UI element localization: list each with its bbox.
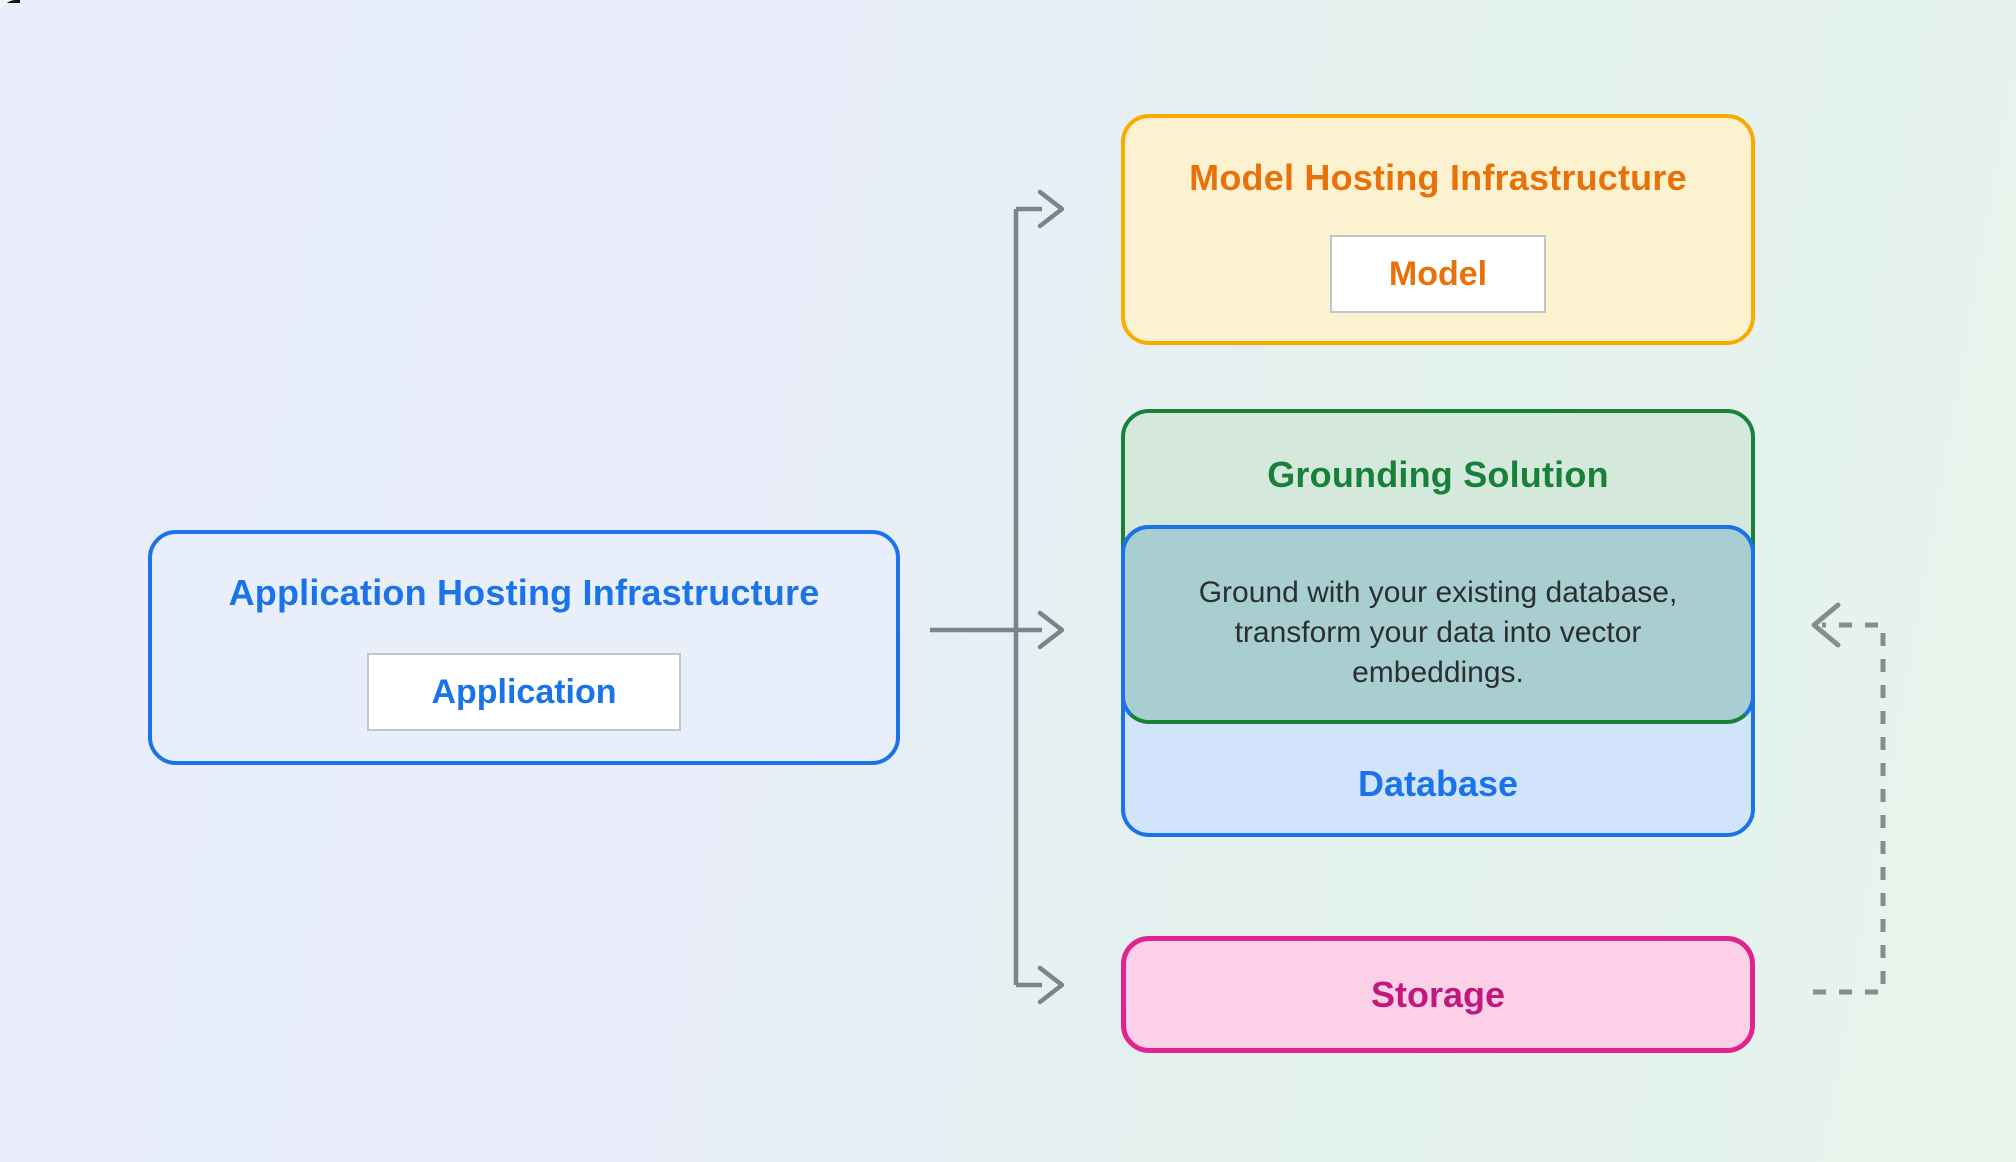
dashed-arrowhead-to-grounding-icon — [1811, 602, 1841, 648]
screenshot-corner-artifact — [0, 0, 20, 3]
grounding-description-line: transform your data into vector — [1234, 616, 1642, 649]
grounding-solution-title: Grounding Solution — [1267, 454, 1609, 495]
model-chip: Model — [1330, 235, 1546, 313]
arrowhead-to-storage-icon — [1037, 965, 1065, 1005]
grounding-description: Ground with your existing database, tran… — [1125, 573, 1751, 693]
grounding-description-line: embeddings. — [1352, 656, 1524, 689]
application-hosting-box: Application Hosting Infrastructure Appli… — [148, 530, 900, 765]
arrowhead-to-model-icon — [1037, 189, 1065, 229]
application-chip: Application — [367, 653, 681, 731]
grounding-description-line: Ground with your existing database, — [1198, 576, 1678, 609]
application-hosting-title: Application Hosting Infrastructure — [228, 572, 820, 613]
arrowhead-to-grounding-icon — [1037, 610, 1065, 650]
dashed-connector-storage-to-grounding — [1813, 622, 1886, 995]
model-hosting-box: Model Hosting Infrastructure Model — [1121, 114, 1755, 345]
grounding-database-overlap: Ground with your existing database, tran… — [1121, 525, 1755, 724]
storage-box: Storage — [1121, 936, 1755, 1053]
database-label: Database — [1357, 763, 1519, 804]
model-hosting-title: Model Hosting Infrastructure — [1189, 157, 1687, 198]
solid-connector-tree — [930, 206, 1042, 988]
storage-label: Storage — [1370, 973, 1506, 1015]
